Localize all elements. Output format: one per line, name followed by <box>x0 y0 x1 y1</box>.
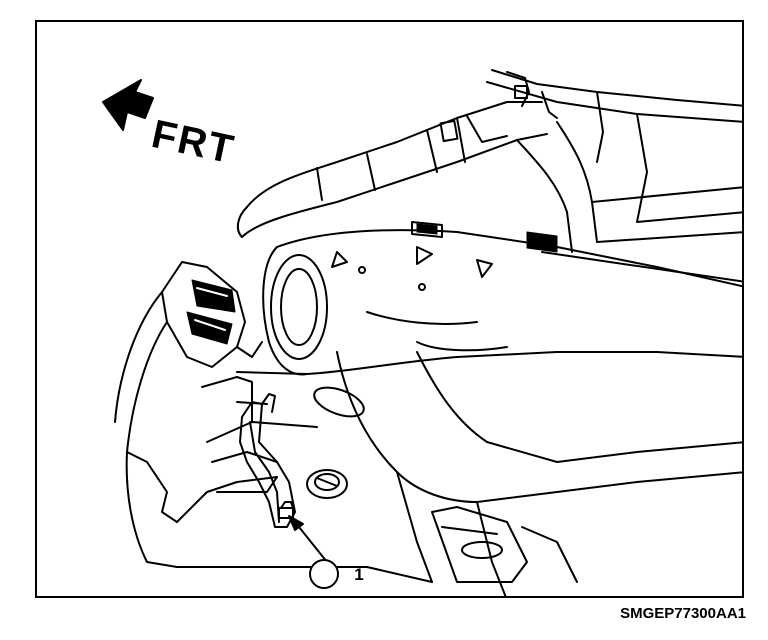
lower-intake-duct <box>313 351 742 596</box>
front-bumper <box>114 291 433 583</box>
upper-air-duct <box>236 101 548 238</box>
cowl-panel <box>486 69 742 223</box>
callout-number: 1 <box>354 565 364 584</box>
illustration-frame: FRT 1 <box>35 20 744 598</box>
callout-circle-icon <box>309 559 339 589</box>
reservoir-cap <box>306 469 348 499</box>
radiator-support <box>201 371 318 493</box>
front-arrow-icon <box>102 79 154 131</box>
lower-bracket <box>431 506 578 583</box>
engine-compartment-illustration <box>102 69 742 596</box>
left-headlamp-housing <box>161 261 263 368</box>
hood-latch-bracket <box>239 393 296 528</box>
figure-code: SMGEP77300AA1 <box>620 605 746 622</box>
callout-leader <box>288 515 328 563</box>
strut-tower <box>411 121 742 283</box>
air-cleaner-body <box>262 229 742 376</box>
